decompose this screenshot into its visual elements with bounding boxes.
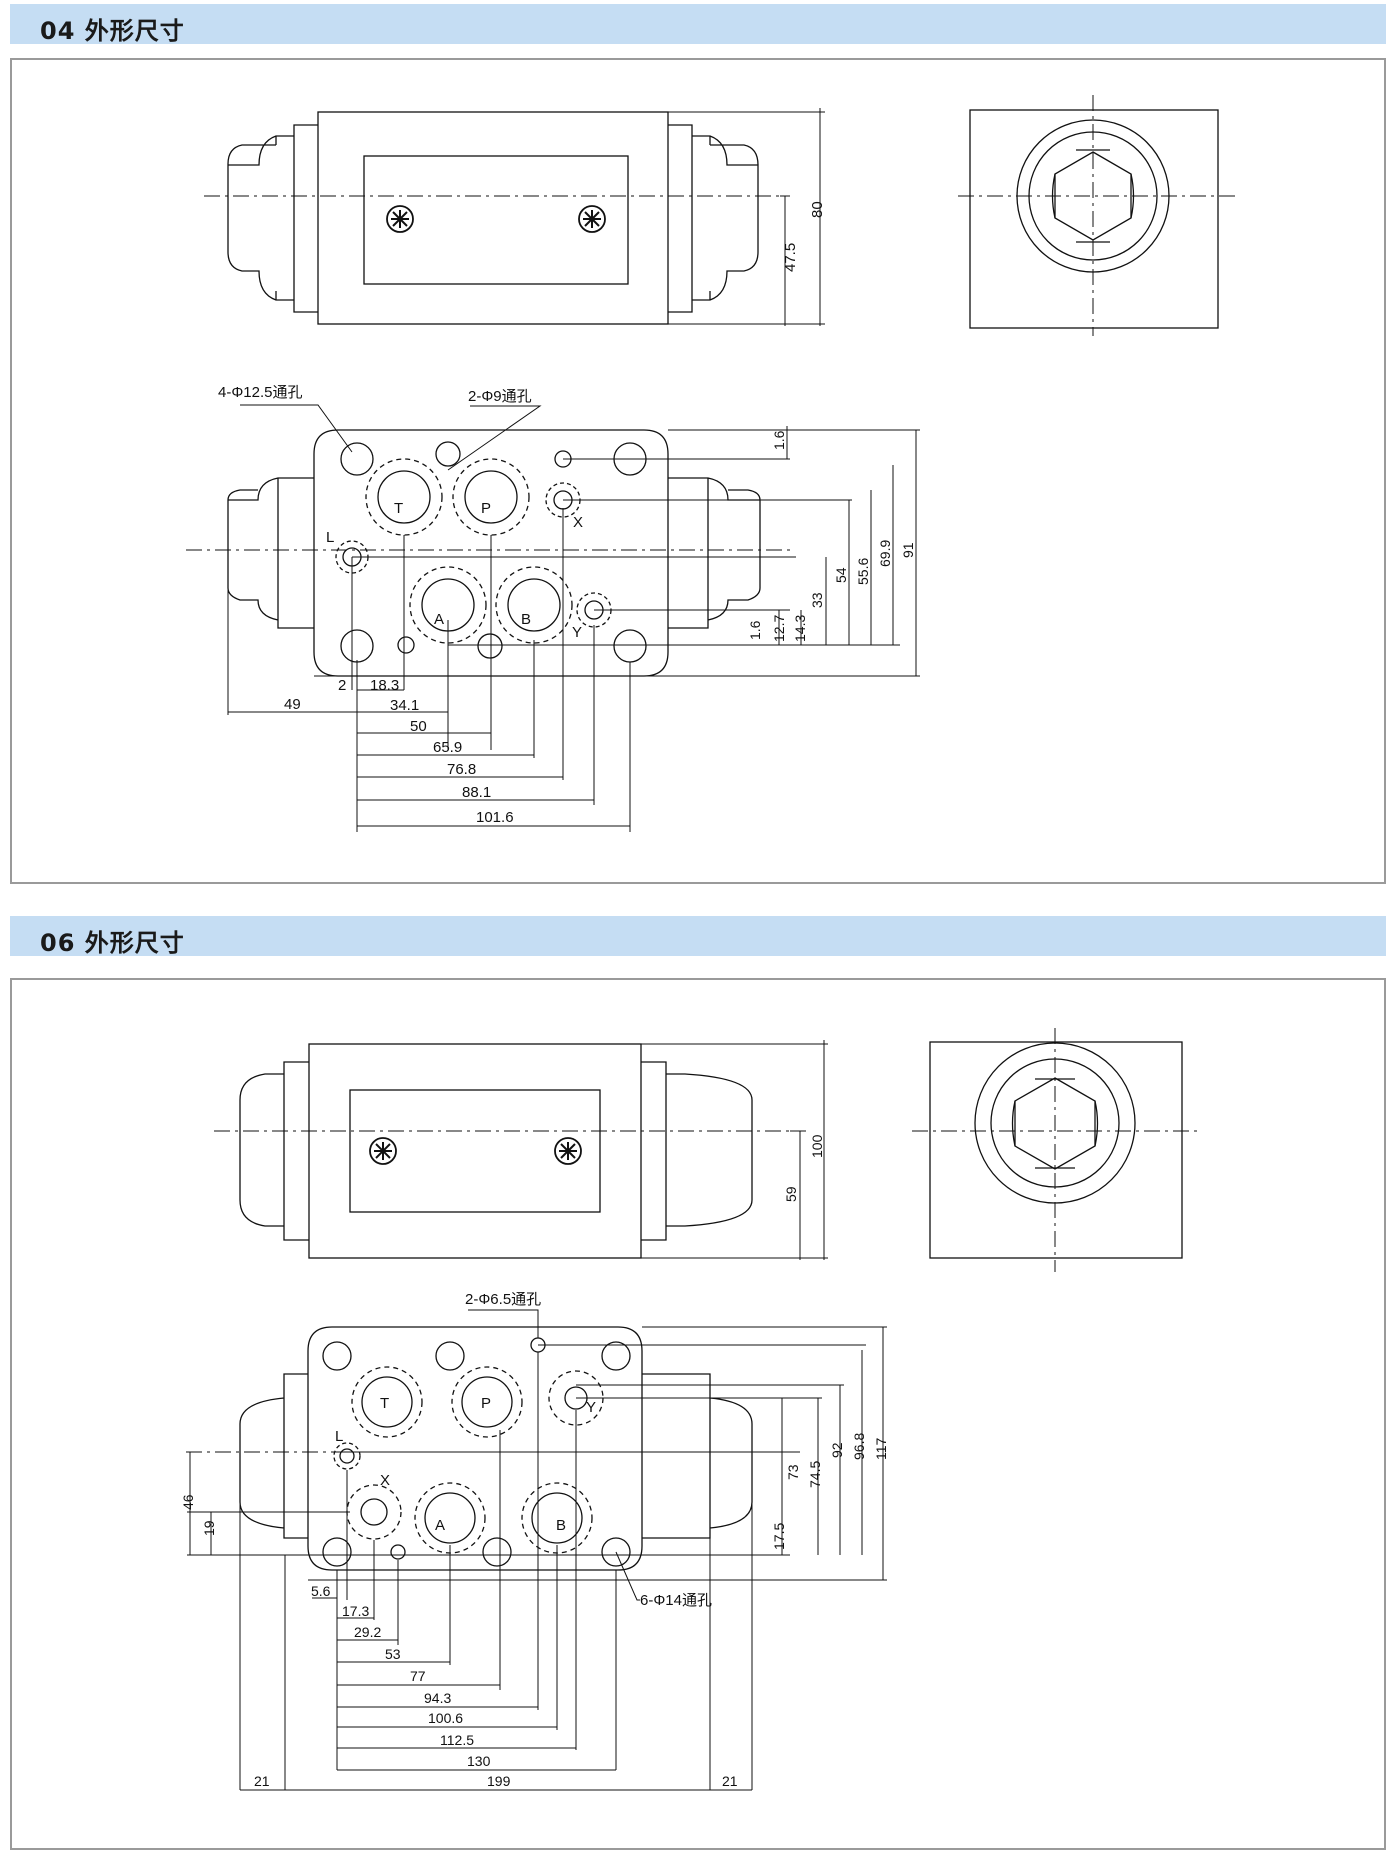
- dim-47-5: 47.5: [782, 243, 799, 272]
- section-06-bottom-view: [186, 1309, 887, 1791]
- dim-55-6: 55.6: [855, 558, 871, 585]
- dim-49: 49: [284, 696, 301, 713]
- dim-100: 100: [809, 1134, 825, 1158]
- dim-69-9: 69.9: [877, 540, 893, 567]
- port-label-X: X: [573, 514, 583, 531]
- dim-92: 92: [829, 1442, 845, 1458]
- section-title-04: 04 外形尺寸: [40, 17, 185, 45]
- section-04-bottom-view: [186, 404, 920, 832]
- section-06-side-view: [214, 1040, 828, 1260]
- dim-2: 2: [338, 677, 346, 694]
- port-label-A: A: [434, 611, 444, 628]
- dim-54: 54: [833, 567, 849, 583]
- dim-77: 77: [410, 1668, 426, 1684]
- port-label-B-06: B: [556, 1517, 566, 1534]
- port-label-A-06: A: [435, 1517, 445, 1534]
- dim-34-1: 34.1: [390, 697, 419, 714]
- section-06-end-view: [912, 1028, 1200, 1272]
- dim-130: 130: [467, 1753, 491, 1769]
- port-label-P-06: P: [481, 1395, 491, 1412]
- dim-73: 73: [785, 1464, 801, 1480]
- dim-21-left: 21: [254, 1773, 270, 1789]
- port-label-Y: Y: [572, 624, 582, 641]
- section-04-side-view: [204, 108, 825, 326]
- dim-91: 91: [900, 542, 916, 558]
- dim-1-6-top: 1.6: [771, 430, 787, 450]
- port-label-P: P: [481, 500, 491, 517]
- port-label-B: B: [521, 611, 531, 628]
- dim-18-3: 18.3: [370, 677, 399, 694]
- dim-33: 33: [809, 592, 825, 608]
- dim-65-9: 65.9: [433, 739, 462, 756]
- note-6-5-holes: 2-Φ6.5通孔: [465, 1291, 541, 1308]
- dim-5-6: 5.6: [311, 1583, 331, 1599]
- dim-21-right: 21: [722, 1773, 738, 1789]
- dim-29-2: 29.2: [354, 1624, 381, 1640]
- dim-101-6: 101.6: [476, 809, 514, 826]
- dim-14-3: 14.3: [792, 615, 808, 642]
- dim-94-3: 94.3: [424, 1690, 451, 1706]
- port-label-Y-06: Y: [586, 1399, 596, 1416]
- dim-53: 53: [385, 1646, 401, 1662]
- dim-112-5: 112.5: [440, 1732, 474, 1748]
- dim-17-5: 17.5: [771, 1523, 787, 1550]
- dim-100-6: 100.6: [428, 1710, 463, 1726]
- dim-46: 46: [180, 1494, 196, 1510]
- note-2-holes: 2-Φ9通孔: [468, 388, 532, 405]
- port-label-T-06: T: [380, 1395, 389, 1412]
- port-label-L: L: [326, 529, 334, 546]
- dim-1-6-bottom: 1.6: [747, 620, 763, 640]
- dim-88-1: 88.1: [462, 784, 491, 801]
- port-label-T: T: [394, 500, 403, 517]
- dim-96-8: 96.8: [851, 1433, 867, 1460]
- dim-17-3: 17.3: [342, 1603, 369, 1619]
- note-6-14-holes: 6-Φ14通孔: [640, 1592, 712, 1609]
- dim-199: 199: [487, 1773, 511, 1789]
- dim-12-7: 12.7: [771, 615, 787, 642]
- section-header-04: 04 外形尺寸: [10, 4, 1386, 45]
- dim-76-8: 76.8: [447, 761, 476, 778]
- dim-80: 80: [809, 201, 826, 218]
- dim-74-5: 74.5: [807, 1461, 823, 1488]
- dim-59: 59: [783, 1186, 799, 1202]
- dim-117: 117: [873, 1437, 889, 1460]
- dim-50: 50: [410, 718, 427, 735]
- port-label-X-06: X: [380, 1472, 390, 1489]
- dim-19: 19: [201, 1520, 217, 1536]
- note-4-holes: 4-Φ12.5通孔: [218, 384, 303, 401]
- section-title-06: 06 外形尺寸: [40, 929, 185, 957]
- section-header-06: 06 外形尺寸: [10, 916, 1386, 957]
- section-04-end-view: [958, 95, 1240, 336]
- port-label-L-06: L: [335, 1428, 343, 1445]
- drawing-frame-06: [10, 978, 1386, 1850]
